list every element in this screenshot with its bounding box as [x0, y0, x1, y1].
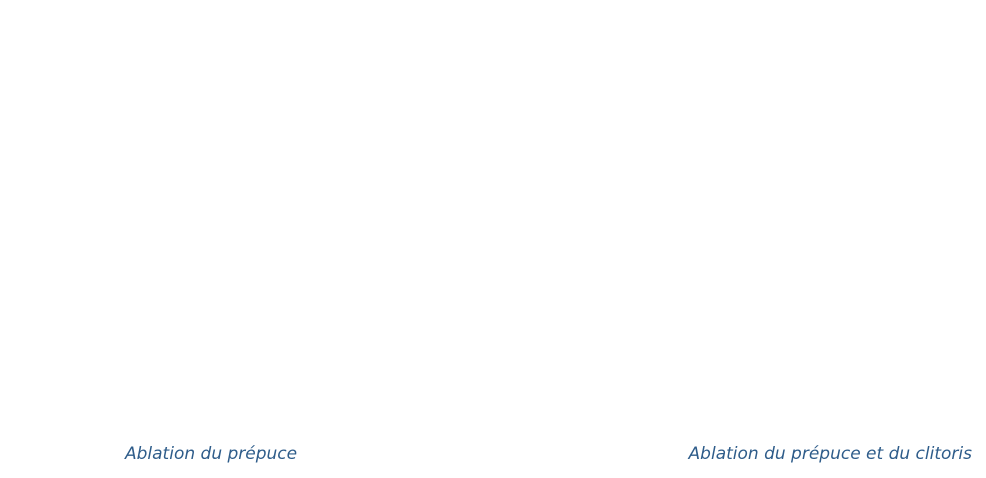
caption-right: Ablation du prépuce et du clitoris — [689, 444, 972, 464]
figure-right — [496, 8, 896, 408]
figure-left — [4, 8, 404, 408]
caption-left: Ablation du prépuce — [125, 444, 297, 464]
